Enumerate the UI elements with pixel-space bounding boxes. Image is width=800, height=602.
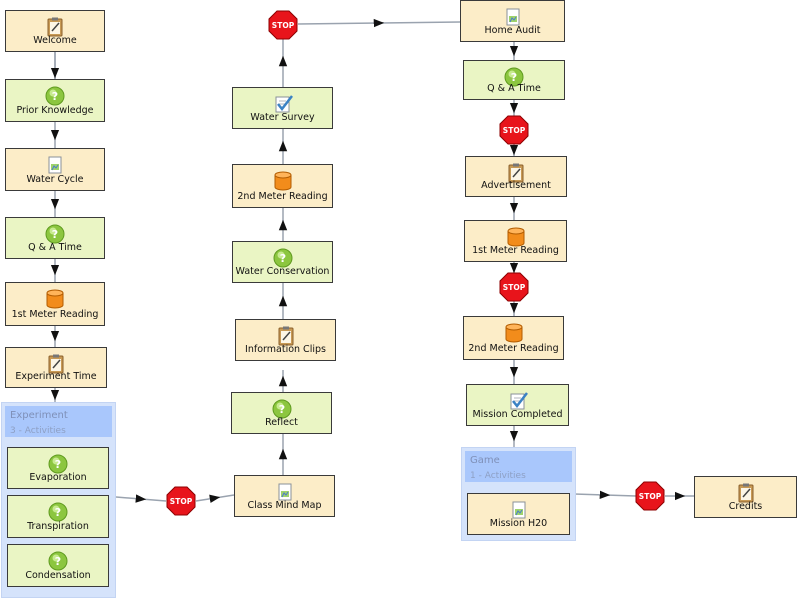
stop-sign: STOP [499,272,529,302]
node-label: Transpiration [27,521,89,532]
stop-label: STOP [272,21,295,30]
document-icon [44,154,66,176]
node-label: Q & A Time [28,242,82,253]
stop-label: STOP [503,283,526,292]
node-advertisement[interactable]: Advertisement [465,156,567,197]
question-icon: ? [47,453,69,475]
node-transpiration[interactable]: ? Transpiration [7,495,109,538]
node-label: Mission H20 [489,518,548,529]
node-label: Reflect [265,417,298,428]
node-information-clips[interactable]: Information Clips [235,319,336,361]
connector [195,494,235,503]
question-icon: ? [271,398,293,420]
group-subtitle: 1 - Activities [470,471,526,481]
node-evaporation[interactable]: ? Evaporation [7,447,109,489]
cylinder-icon [272,170,294,192]
clipboard-icon [505,162,527,184]
group-header: Game 1 - Activities [465,451,572,482]
node-label: 2nd Meter Reading [468,343,559,354]
question-icon: ? [272,247,294,269]
node-condensation[interactable]: ? Condensation [7,544,109,587]
svg-text:?: ? [52,90,58,103]
node-meter-reading-1[interactable]: 1st Meter Reading [5,282,105,326]
node-water-survey[interactable]: Water Survey [232,87,333,129]
svg-text:?: ? [279,252,285,265]
document-icon [508,499,530,521]
connector [297,18,461,28]
stop-sign: STOP [268,10,298,40]
question-icon: ? [44,85,66,107]
node-mission-h20[interactable]: Mission H20 [467,493,570,535]
node-label: 1st Meter Reading [11,309,99,320]
node-label: Home Audit [484,25,541,36]
connector [573,490,637,500]
document-icon [502,6,524,28]
node-label: Water Cycle [26,174,84,185]
node-water-cycle[interactable]: Water Cycle [5,148,105,191]
node-label: Condensation [25,570,91,581]
node-qa-time-1[interactable]: ? Q & A Time [5,217,105,259]
node-label: Experiment Time [15,371,97,382]
group-title: Experiment [10,410,68,421]
question-icon: ? [503,66,525,88]
node-credits[interactable]: Credits [694,476,797,518]
svg-text:?: ? [511,71,517,84]
checklist-icon [272,93,294,115]
clipboard-icon [44,16,66,38]
cylinder-icon [505,226,527,248]
stop-label: STOP [170,497,193,506]
node-label: Credits [728,501,763,512]
node-label: Mission Completed [472,409,563,420]
svg-text:?: ? [278,403,284,416]
node-class-mind-map[interactable]: Class Mind Map [234,475,335,517]
svg-text:?: ? [55,458,61,471]
cylinder-icon [503,322,525,344]
node-reflect[interactable]: ? Reflect [231,392,332,434]
clipboard-icon [275,325,297,347]
question-icon: ? [47,550,69,572]
node-label: Water Survey [250,112,315,123]
node-prior-knowledge[interactable]: ? Prior Knowledge [5,79,105,122]
document-icon [274,481,296,503]
clipboard-icon [45,353,67,375]
stop-sign: STOP [166,486,196,516]
checklist-icon [507,390,529,412]
stop-sign: STOP [635,481,665,511]
svg-text:?: ? [55,506,61,519]
node-label: 2nd Meter Reading [237,191,328,202]
group-title: Game [470,455,500,466]
node-mission-completed[interactable]: Mission Completed [466,384,569,426]
group-subtitle: 3 - Activities [10,426,66,436]
question-icon: ? [44,223,66,245]
group-header: Experiment 3 - Activities [5,406,112,437]
node-home-audit[interactable]: Home Audit [460,0,565,42]
node-qa-time-2[interactable]: ? Q & A Time [463,60,565,100]
clipboard-icon [735,482,757,504]
node-experiment-time[interactable]: Experiment Time [5,347,107,388]
stop-sign: STOP [499,115,529,145]
node-water-conservation[interactable]: ? Water Conservation [232,241,333,283]
node-label: Prior Knowledge [16,105,94,116]
svg-text:?: ? [52,228,58,241]
node-label: Advertisement [481,180,551,191]
stop-label: STOP [639,492,662,501]
node-meter-reading-4[interactable]: 2nd Meter Reading [463,316,564,360]
node-meter-reading-3[interactable]: 1st Meter Reading [464,220,567,262]
svg-text:?: ? [55,555,61,568]
node-label: Evaporation [29,472,87,483]
connector [115,494,167,503]
node-welcome[interactable]: Welcome [5,10,105,52]
node-label: Water Conservation [235,266,330,277]
node-label: Class Mind Map [247,500,322,511]
node-label: Q & A Time [487,83,541,94]
question-icon: ? [47,501,69,523]
node-label: 1st Meter Reading [472,245,559,256]
stop-label: STOP [503,126,526,135]
node-meter-reading-2[interactable]: 2nd Meter Reading [232,164,333,208]
node-label: Welcome [33,35,77,46]
cylinder-icon [44,288,66,310]
node-label: Information Clips [245,344,326,355]
